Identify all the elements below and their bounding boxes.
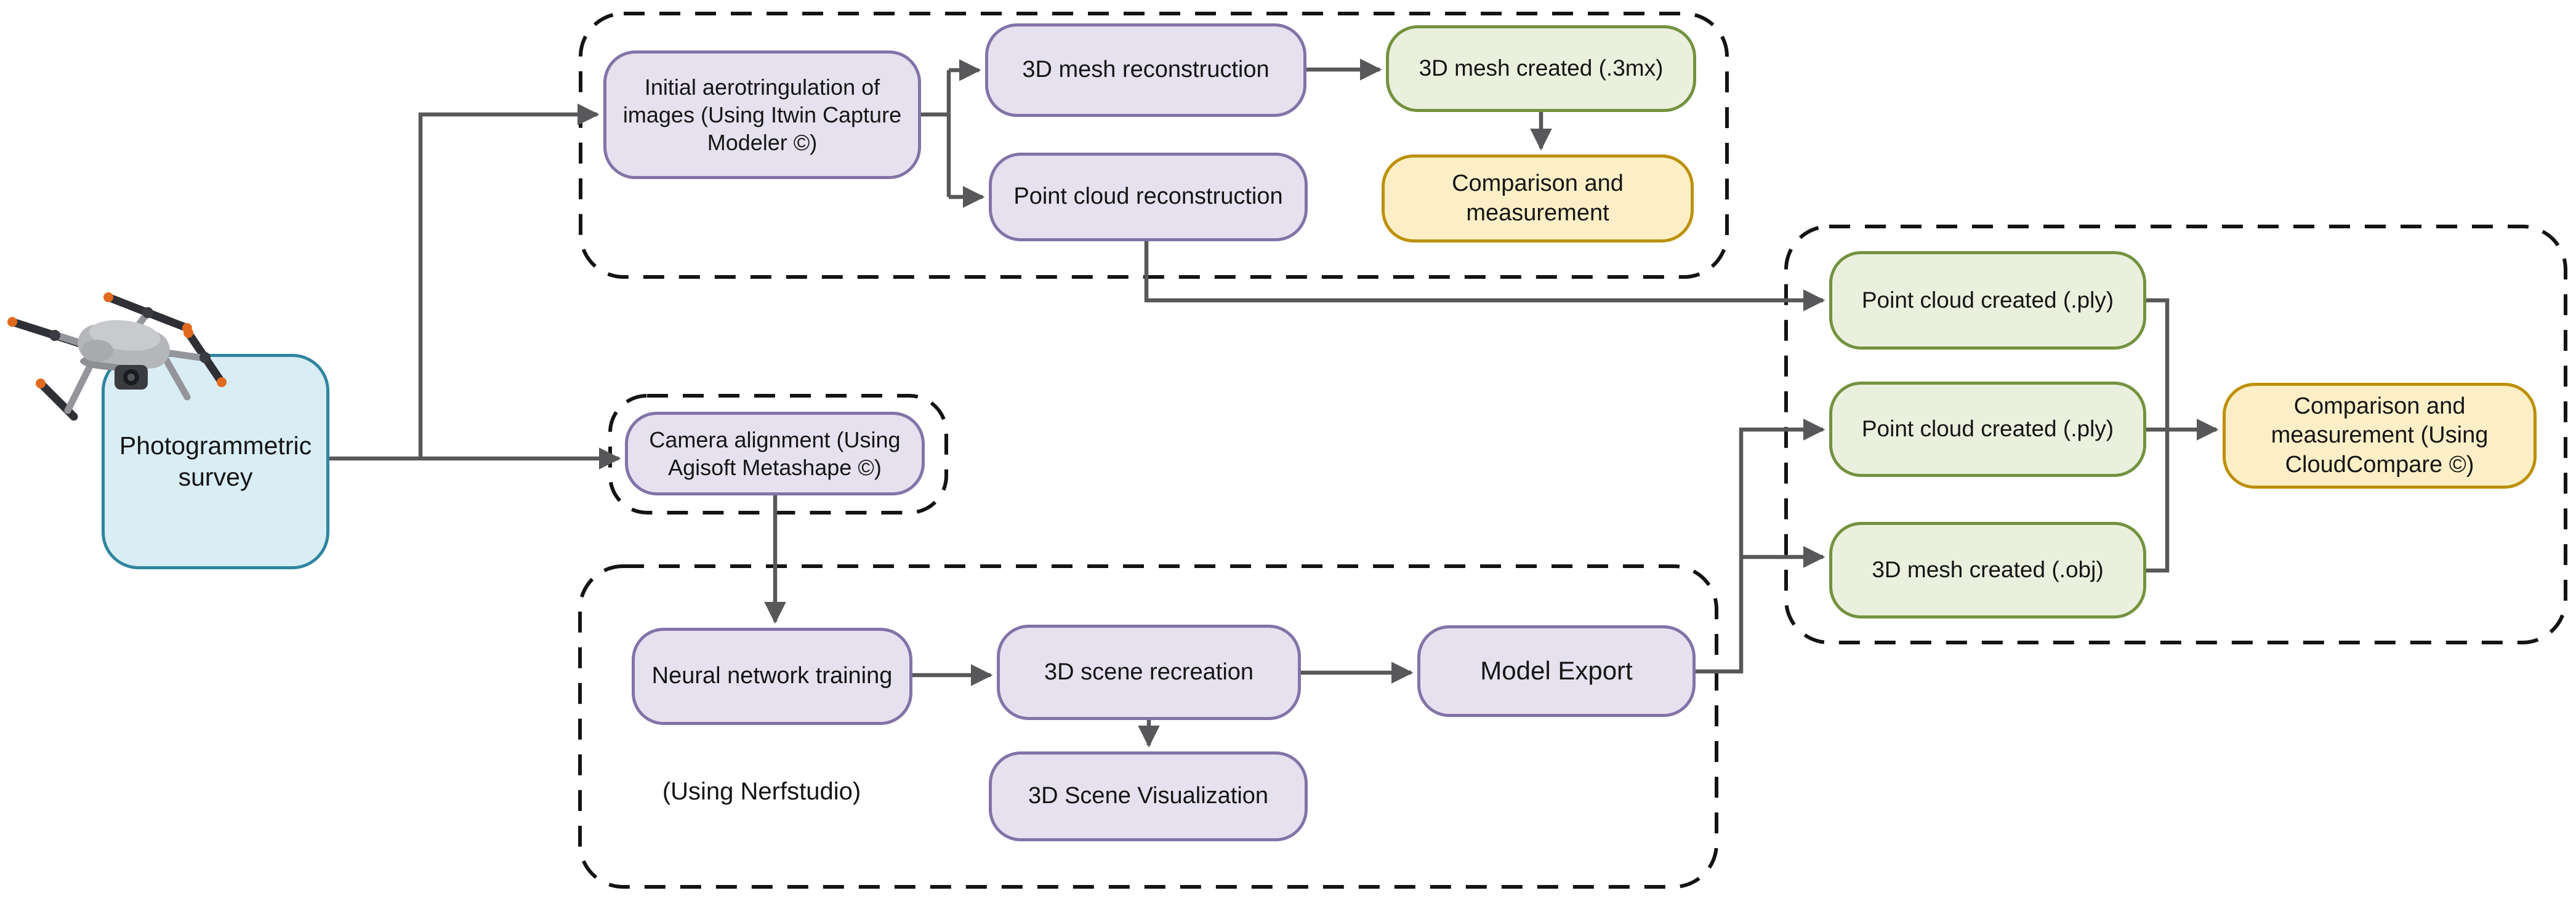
drone-body — [78, 320, 170, 370]
connector-model-export-to-ply-mid — [1696, 418, 1825, 674]
container-nerfstudio-group — [578, 564, 1718, 889]
container-itwin-capture-group — [579, 12, 1729, 279]
node-photogrammetric-survey: Photogrammetric survey — [102, 354, 329, 569]
drone-image — [7, 292, 227, 421]
node-point-cloud-created-ply-mid: Point cloud created (.ply) — [1829, 382, 2146, 477]
connector-outputs-collector — [2146, 298, 2170, 573]
drone-propeller-hubs — [49, 307, 211, 363]
node-3d-scene-recreation: 3D scene recreation — [997, 625, 1301, 720]
node-3d-mesh-created-obj: 3D mesh created (.obj) — [1829, 522, 2146, 619]
container-outputs-group — [1784, 225, 2567, 644]
node-comparison-and-measurement: Comparison and measurement — [1382, 154, 1694, 242]
connector-survey-to-aerotriangulation — [418, 103, 600, 459]
node-3d-mesh-reconstruction: 3D mesh reconstruction — [985, 23, 1306, 117]
node-comparison-cloudcompare: Comparison and measurement (Using CloudC… — [2223, 383, 2537, 489]
node-point-cloud-reconstruction: Point cloud reconstruction — [989, 153, 1308, 241]
node-model-export: Model Export — [1417, 625, 1696, 717]
drone-camera-gimbal — [115, 365, 148, 390]
node-neural-network-training: Neural network training — [632, 628, 912, 725]
connector-pointcloud-recon-to-ply-top — [1144, 241, 1825, 311]
node-3d-scene-visualization: 3D Scene Visualization — [989, 751, 1308, 841]
nerfstudio-annotation: (Using Nerfstudio) — [662, 778, 861, 805]
connector-aerotriangulation-split — [921, 70, 951, 197]
node-point-cloud-created-ply-top: Point cloud created (.ply) — [1829, 251, 2146, 350]
node-camera-alignment: Camera alignment (Using Agisoft Metashap… — [625, 412, 925, 495]
node-initial-aerotriangulation: Initial aerotringulation of images (Usin… — [603, 50, 921, 179]
node-3d-mesh-created-3mx: 3D mesh created (.3mx) — [1386, 25, 1696, 112]
